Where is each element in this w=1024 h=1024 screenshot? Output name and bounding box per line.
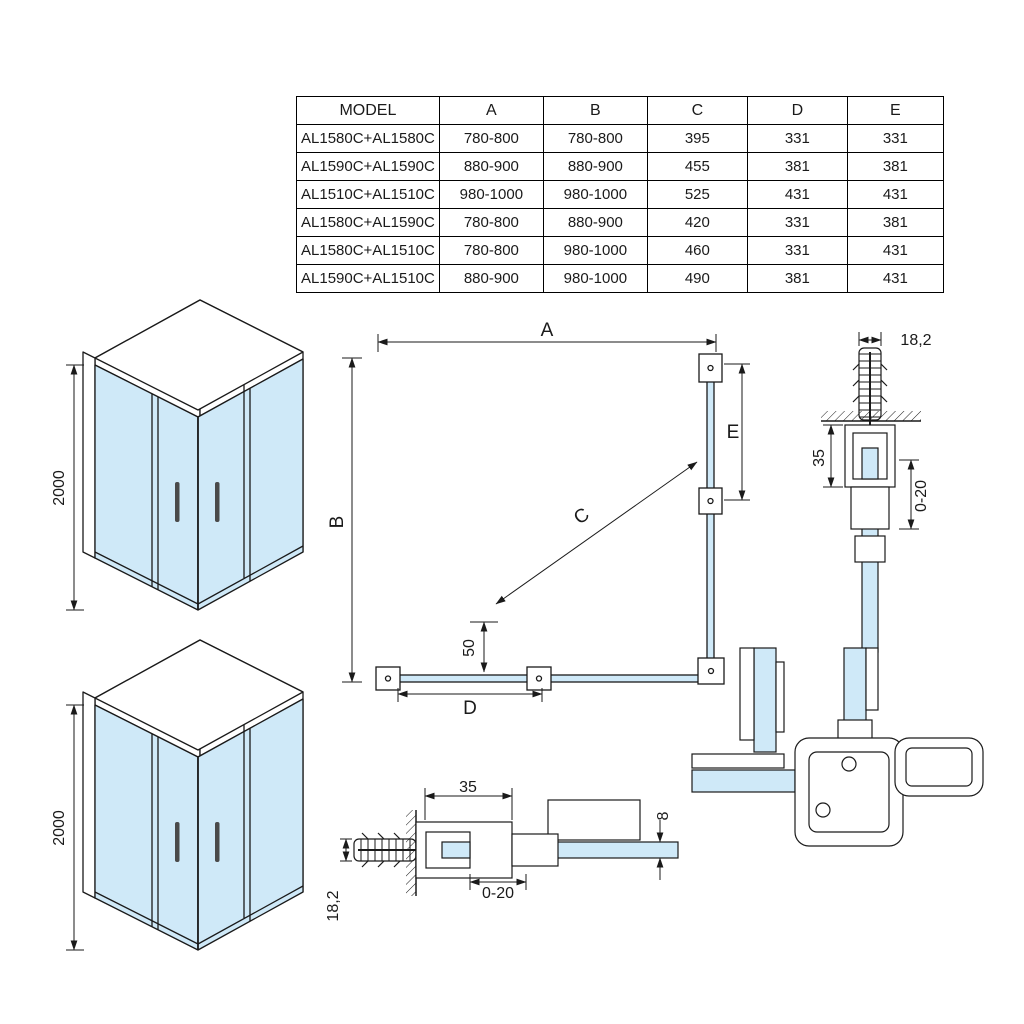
value-cell: 780-800 — [438, 124, 544, 153]
detail-wall-profile-vertical — [821, 332, 921, 653]
value-cell: 431 — [746, 180, 848, 209]
plan-dim-d: D — [463, 698, 477, 719]
dim-label-height-bottom: 2000 — [51, 810, 68, 846]
iso-view-top — [82, 299, 304, 611]
detail-corner-connector — [691, 647, 984, 847]
table-row: AL1510C+AL1510C 980-1000 980-1000 525 43… — [296, 180, 944, 209]
plan-glass-right — [706, 357, 715, 683]
detail-bottom-profile-depth: 35 — [459, 779, 477, 796]
plan-view — [375, 353, 725, 691]
value-cell: 381 — [746, 152, 848, 181]
table-row: AL1590C+AL1510C 880-900 980-1000 490 381… — [296, 264, 944, 293]
iso-top-height-dimension — [66, 364, 84, 611]
table-row: AL1580C+AL1590C 780-800 880-900 420 331 … — [296, 208, 944, 237]
value-cell: 780-800 — [542, 124, 648, 153]
detail-bottom-plug-width: 18,2 — [325, 890, 342, 921]
col-header-a: A — [438, 96, 544, 125]
plan-dim-e: E — [727, 422, 740, 443]
value-cell: 331 — [746, 124, 848, 153]
spec-table: MODEL A B C D E AL1580C+AL1580C 780-800 … — [296, 96, 944, 293]
iso-view-bottom — [82, 639, 304, 951]
value-cell: 490 — [646, 264, 748, 293]
screw-hole — [841, 756, 857, 772]
value-cell: 431 — [846, 264, 944, 293]
glass-section — [753, 647, 777, 753]
model-cell: AL1510C+AL1510C — [296, 180, 440, 209]
profile-strip — [691, 753, 785, 769]
corner-wing — [894, 737, 984, 797]
detail-bottom-glass-thickness: 8 — [655, 811, 672, 820]
model-cell: AL1590C+AL1510C — [296, 264, 440, 293]
detail-top-adjust-range: 0-20 — [913, 480, 930, 512]
glass-clamp — [854, 535, 886, 563]
col-header-model: MODEL — [296, 96, 440, 125]
glass-clamp — [850, 486, 890, 530]
plan-dim-50: 50 — [461, 639, 478, 657]
glass-clamp — [511, 833, 559, 867]
value-cell: 431 — [846, 236, 944, 265]
value-cell: 780-800 — [438, 208, 544, 237]
value-cell: 880-900 — [542, 152, 648, 181]
value-cell: 880-900 — [542, 208, 648, 237]
plan-dim-a: A — [541, 320, 554, 341]
glass-section — [843, 647, 867, 723]
glass-section — [691, 769, 796, 793]
value-cell: 420 — [646, 208, 748, 237]
value-cell: 381 — [746, 264, 848, 293]
detail-wall-profile-horizontal — [340, 788, 679, 896]
value-cell: 880-900 — [438, 264, 544, 293]
dim-label-height-top: 2000 — [51, 470, 68, 506]
top-cover-profile — [547, 799, 641, 841]
detail-bottom-adjust-range: 0-20 — [482, 885, 514, 902]
plan-dim-c: C — [570, 504, 593, 529]
detail-top-plug-width: 18,2 — [900, 332, 931, 349]
value-cell: 980-1000 — [542, 180, 648, 209]
profile-strip — [865, 647, 879, 711]
table-row: AL1580C+AL1510C 780-800 980-1000 460 331… — [296, 236, 944, 265]
table-row: AL1590C+AL1590C 880-900 880-900 455 381 … — [296, 152, 944, 181]
table-header-row: MODEL A B C D E — [296, 96, 944, 125]
col-header-e: E — [846, 96, 944, 125]
value-cell: 431 — [846, 180, 944, 209]
plan-dim-b: B — [327, 516, 348, 529]
col-header-d: D — [746, 96, 848, 125]
plan-dimensions — [342, 334, 750, 702]
value-cell: 980-1000 — [542, 264, 648, 293]
screw-hole — [815, 802, 831, 818]
profile-strip — [775, 661, 785, 733]
model-cell: AL1590C+AL1590C — [296, 152, 440, 181]
profile-strip — [739, 647, 755, 741]
iso-bottom-height-dimension — [66, 704, 84, 951]
value-cell: 525 — [646, 180, 748, 209]
detail-top-profile-depth: 35 — [811, 449, 828, 467]
